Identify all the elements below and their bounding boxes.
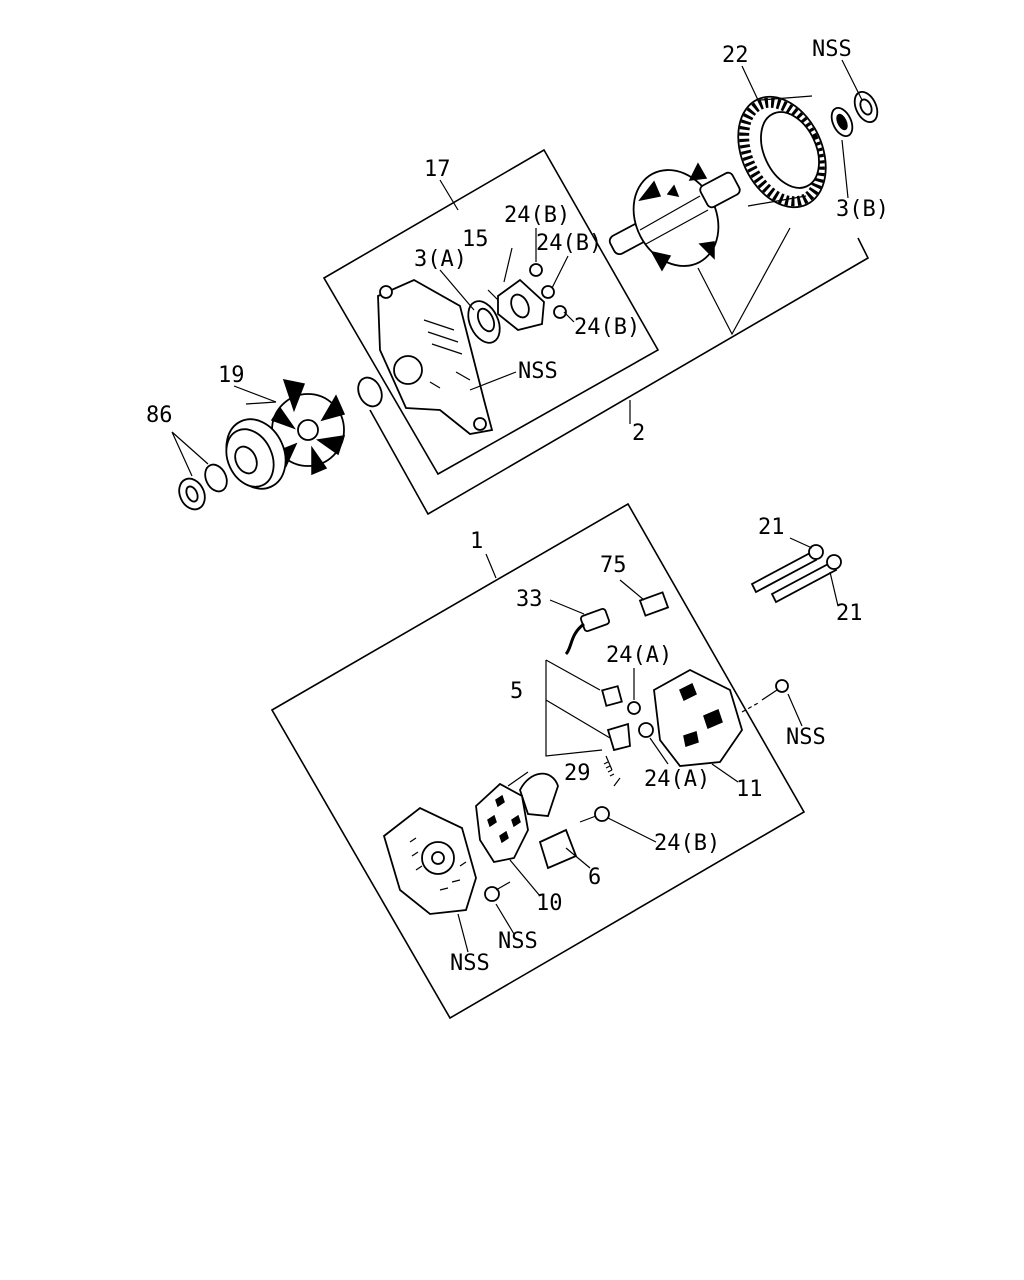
label-nss-bolt: NSS	[498, 929, 538, 954]
washer-nss-top	[853, 90, 879, 124]
label-24a-2: 24(A)	[644, 767, 710, 792]
front-bearing	[467, 300, 501, 344]
label-6: 6	[588, 865, 601, 890]
label-24b-4: 24(B)	[654, 831, 720, 856]
screw-24a-lower	[638, 722, 654, 738]
label-3a: 3(A)	[414, 247, 467, 272]
label-33: 33	[516, 587, 543, 612]
pulley-washer	[204, 463, 228, 493]
label-22: 22	[722, 43, 749, 68]
leader-lines	[171, 59, 863, 953]
rear-bearing	[830, 106, 854, 138]
regulator	[519, 772, 578, 870]
label-10: 10	[536, 891, 563, 916]
cover-screw-nss	[761, 679, 789, 701]
brush-parts	[545, 659, 631, 771]
regulator-screw	[579, 806, 610, 823]
label-24b-2: 24(B)	[536, 231, 602, 256]
pulley-nut	[178, 477, 206, 511]
label-21-lower: 21	[836, 601, 863, 626]
terminal-insulator	[638, 591, 670, 617]
label-3b: 3(B)	[836, 197, 889, 222]
front-housing	[377, 278, 494, 435]
rectifier	[475, 771, 529, 864]
bearing-retainer	[497, 278, 545, 331]
label-nss-rear: NSS	[450, 951, 490, 976]
rear-housing	[382, 806, 477, 915]
pulley	[225, 418, 287, 490]
rear-cover	[653, 668, 743, 767]
label-19: 19	[218, 363, 245, 388]
front-spacer-ring	[357, 376, 383, 408]
label-5: 5	[510, 679, 523, 704]
assembly-box-1	[270, 502, 806, 1020]
rear-housing-bolt	[484, 881, 511, 902]
label-75: 75	[600, 553, 627, 578]
label-29: 29	[564, 761, 591, 786]
label-2: 2	[632, 421, 645, 446]
rotor	[608, 162, 741, 272]
label-24b-3: 24(B)	[574, 315, 640, 340]
connector-lead	[564, 607, 611, 656]
label-nss-washer: NSS	[812, 37, 852, 62]
cooling-fan	[270, 379, 346, 476]
part-labels: 22 NSS 3(B) 17 24(B) 24(B) 24(B) 15 3(A)…	[146, 37, 889, 976]
label-24a-1: 24(A)	[606, 643, 672, 668]
label-nss-frame: NSS	[518, 359, 558, 384]
label-11: 11	[736, 777, 763, 802]
label-15: 15	[462, 227, 489, 252]
retainer-screws	[529, 263, 567, 319]
label-1: 1	[470, 529, 483, 554]
label-nss-screw: NSS	[786, 725, 826, 750]
screw-24a-upper	[627, 701, 641, 715]
label-86: 86	[146, 403, 173, 428]
label-24b-1: 24(B)	[504, 203, 570, 228]
spring	[603, 761, 615, 777]
assembly-box-17	[322, 148, 660, 476]
assembly-bracket-2	[369, 237, 870, 516]
label-21-upper: 21	[758, 515, 785, 540]
through-bolts	[750, 544, 842, 604]
stator	[737, 95, 827, 209]
label-17: 17	[424, 157, 451, 182]
